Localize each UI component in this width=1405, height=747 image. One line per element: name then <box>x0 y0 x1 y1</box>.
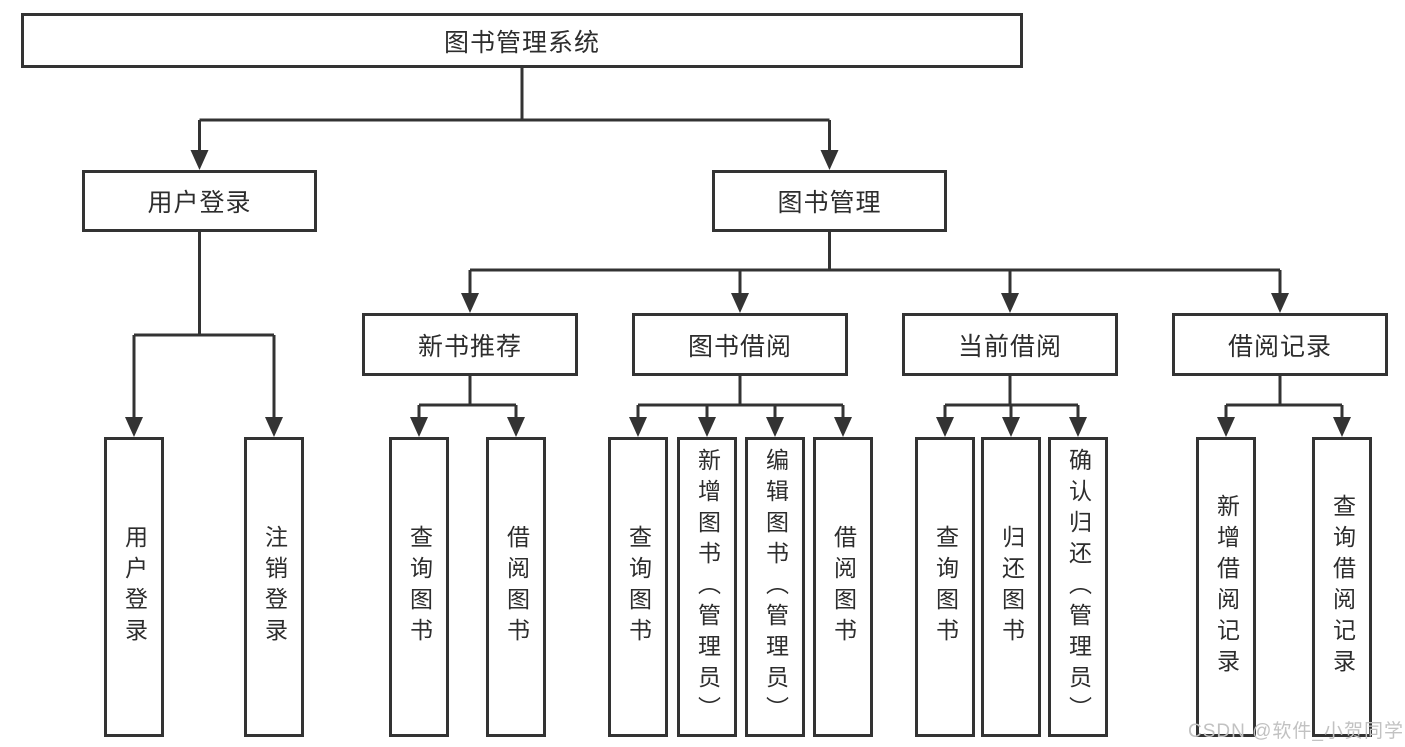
node-new-book-recommend: 新书推荐 <box>362 313 578 376</box>
connector-book-borrow-to-leaves <box>629 376 852 437</box>
connector-user-login-to-leaves <box>125 232 283 437</box>
connector-borrow-record-to-leaves <box>1217 376 1351 437</box>
connector-current-borrow-to-leaves <box>936 376 1087 437</box>
leaf-query-borrow-record: 查询借阅记录 <box>1312 437 1372 737</box>
leaf-logout: 注销登录 <box>244 437 304 737</box>
node-borrowing-records: 借阅记录 <box>1172 313 1388 376</box>
node-root-system: 图书管理系统 <box>21 13 1023 68</box>
node-current-borrowing: 当前借阅 <box>902 313 1118 376</box>
leaf-user-login: 用户登录 <box>104 437 164 737</box>
connector-root-to-level2 <box>190 68 839 170</box>
leaf-query-books-recommend: 查询图书 <box>389 437 449 737</box>
leaf-edit-books-admin: 编辑图书（管理员） <box>745 437 805 737</box>
node-user-login: 用户登录 <box>82 170 317 232</box>
leaf-add-borrow-record: 新增借阅记录 <box>1196 437 1256 737</box>
leaf-query-books-current: 查询图书 <box>915 437 975 737</box>
leaf-confirm-return-admin: 确认归还（管理员） <box>1048 437 1108 737</box>
leaf-borrow-books-recommend: 借阅图书 <box>486 437 546 737</box>
connector-book-mgmt-to-level3 <box>461 232 1289 313</box>
leaf-borrow-books: 借阅图书 <box>813 437 873 737</box>
leaf-add-books-admin: 新增图书（管理员） <box>677 437 737 737</box>
connector-new-book-to-leaves <box>410 376 525 437</box>
csdn-watermark: CSDN @软件_小贺同学 <box>1188 721 1404 742</box>
leaf-return-books: 归还图书 <box>981 437 1041 737</box>
node-book-management: 图书管理 <box>712 170 947 232</box>
node-book-borrowing: 图书借阅 <box>632 313 848 376</box>
leaf-query-books-borrowing: 查询图书 <box>608 437 668 737</box>
